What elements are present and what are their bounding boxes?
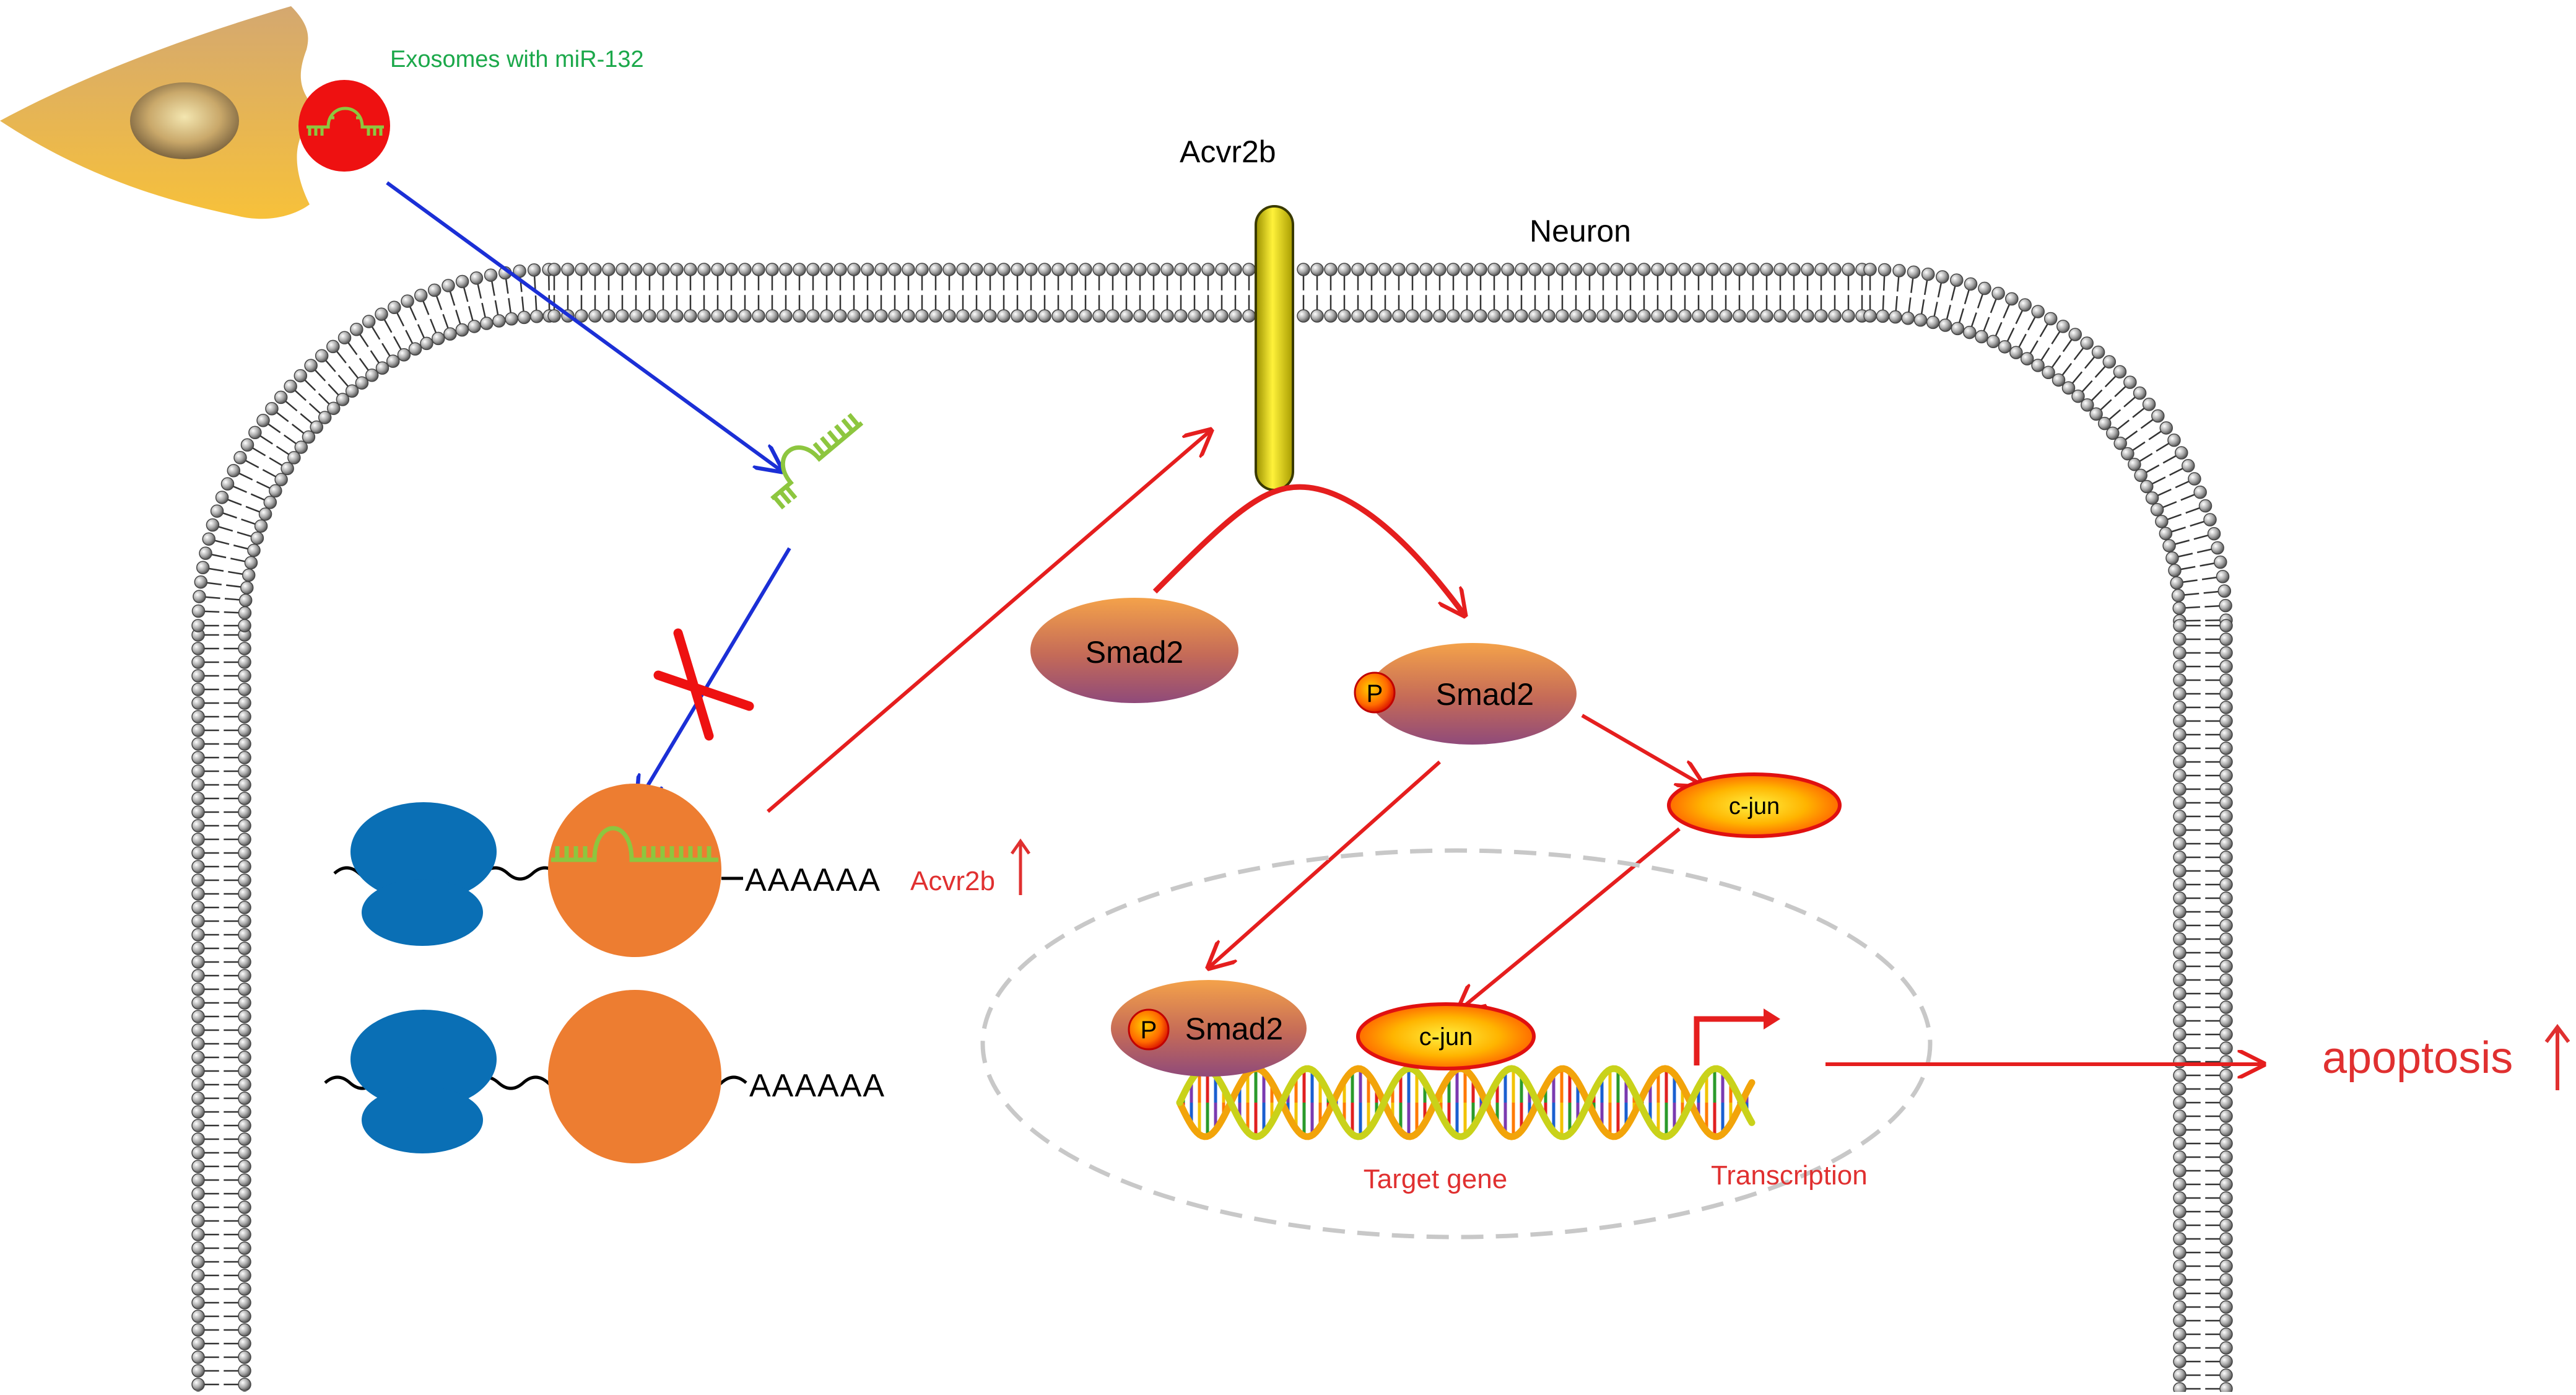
dna-double-helix <box>1180 1069 1752 1137</box>
donor-cell-nucleus <box>130 82 239 159</box>
up-arrow-icon <box>1012 841 1029 895</box>
neuron-cell-membrane <box>192 263 2232 1392</box>
nuclear-cjun-label: c-jun <box>1419 1023 1473 1051</box>
phosphate-mark: P <box>1367 680 1383 707</box>
smad2-label: Smad2 <box>1086 635 1183 670</box>
donor-cell <box>0 6 322 219</box>
nuclear-smad2-label: Smad2 <box>1185 1012 1283 1046</box>
transcription-label: Transcription <box>1711 1160 1868 1191</box>
mrna-binding-complex <box>548 990 721 1163</box>
ribosome-small-subunit <box>362 879 483 946</box>
exosomes-label: Exosomes with miR-132 <box>390 46 644 72</box>
up-arrow-icon <box>2546 1027 2569 1090</box>
acvr2b-up-label: Acvr2b <box>910 866 995 896</box>
exosome-uptake-arrow <box>387 183 781 471</box>
phospho-smad2-label: Smad2 <box>1436 677 1534 712</box>
smad2-nuclear-import-arrow <box>1209 762 1440 968</box>
mrna-binding-complex <box>548 784 721 957</box>
polya-tail-2: AAAAAA <box>749 1068 886 1104</box>
cjun-label: c-jun <box>1729 794 1780 820</box>
exosome <box>298 80 390 172</box>
target-gene-label: Target gene <box>1364 1164 1507 1194</box>
ribosome-small-subunit <box>362 1087 483 1153</box>
mrna-complex-targeted <box>334 784 743 957</box>
free-mirna-icon <box>755 403 871 510</box>
acvr2b-receptor <box>1256 206 1293 490</box>
transcription-start-arrow-icon <box>1697 1008 1780 1065</box>
smad2-phosphorylation-arrow <box>1155 487 1464 615</box>
inhibition-cross-icon <box>658 633 749 736</box>
neuron-label: Neuron <box>1530 214 1631 248</box>
mrna-complex-untargeted <box>325 990 746 1163</box>
apoptosis-label: apoptosis <box>2322 1033 2513 1083</box>
nuclear-phosphate-mark: P <box>1141 1017 1157 1044</box>
polya-tail-1: AAAAAA <box>745 862 881 898</box>
receptor-label: Acvr2b <box>1180 134 1276 169</box>
smad2-to-cjun-arrow <box>1582 715 1703 785</box>
